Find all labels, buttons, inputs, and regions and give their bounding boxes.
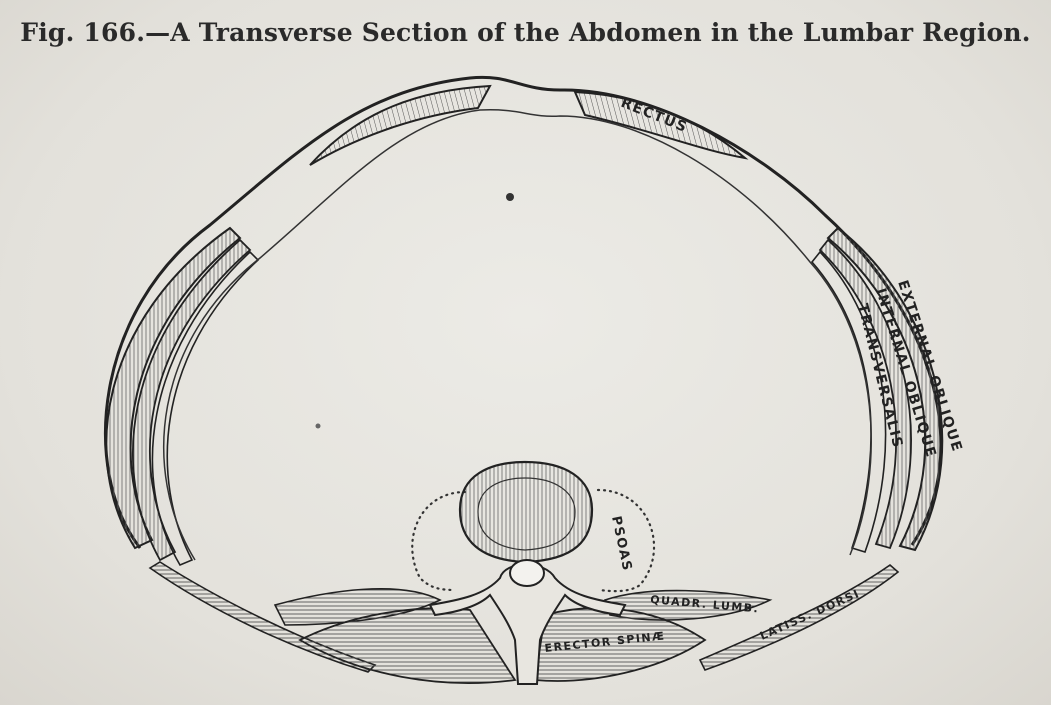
label-psoas: PSOAS [608, 515, 634, 573]
spinal-canal [510, 560, 544, 586]
ink-speck [506, 193, 514, 201]
label-latiss-dorsi: LATISS. DORSI [758, 587, 862, 643]
psoas-left-outline [412, 492, 465, 590]
ink-speck [316, 424, 321, 429]
vertebral-body [460, 462, 592, 562]
